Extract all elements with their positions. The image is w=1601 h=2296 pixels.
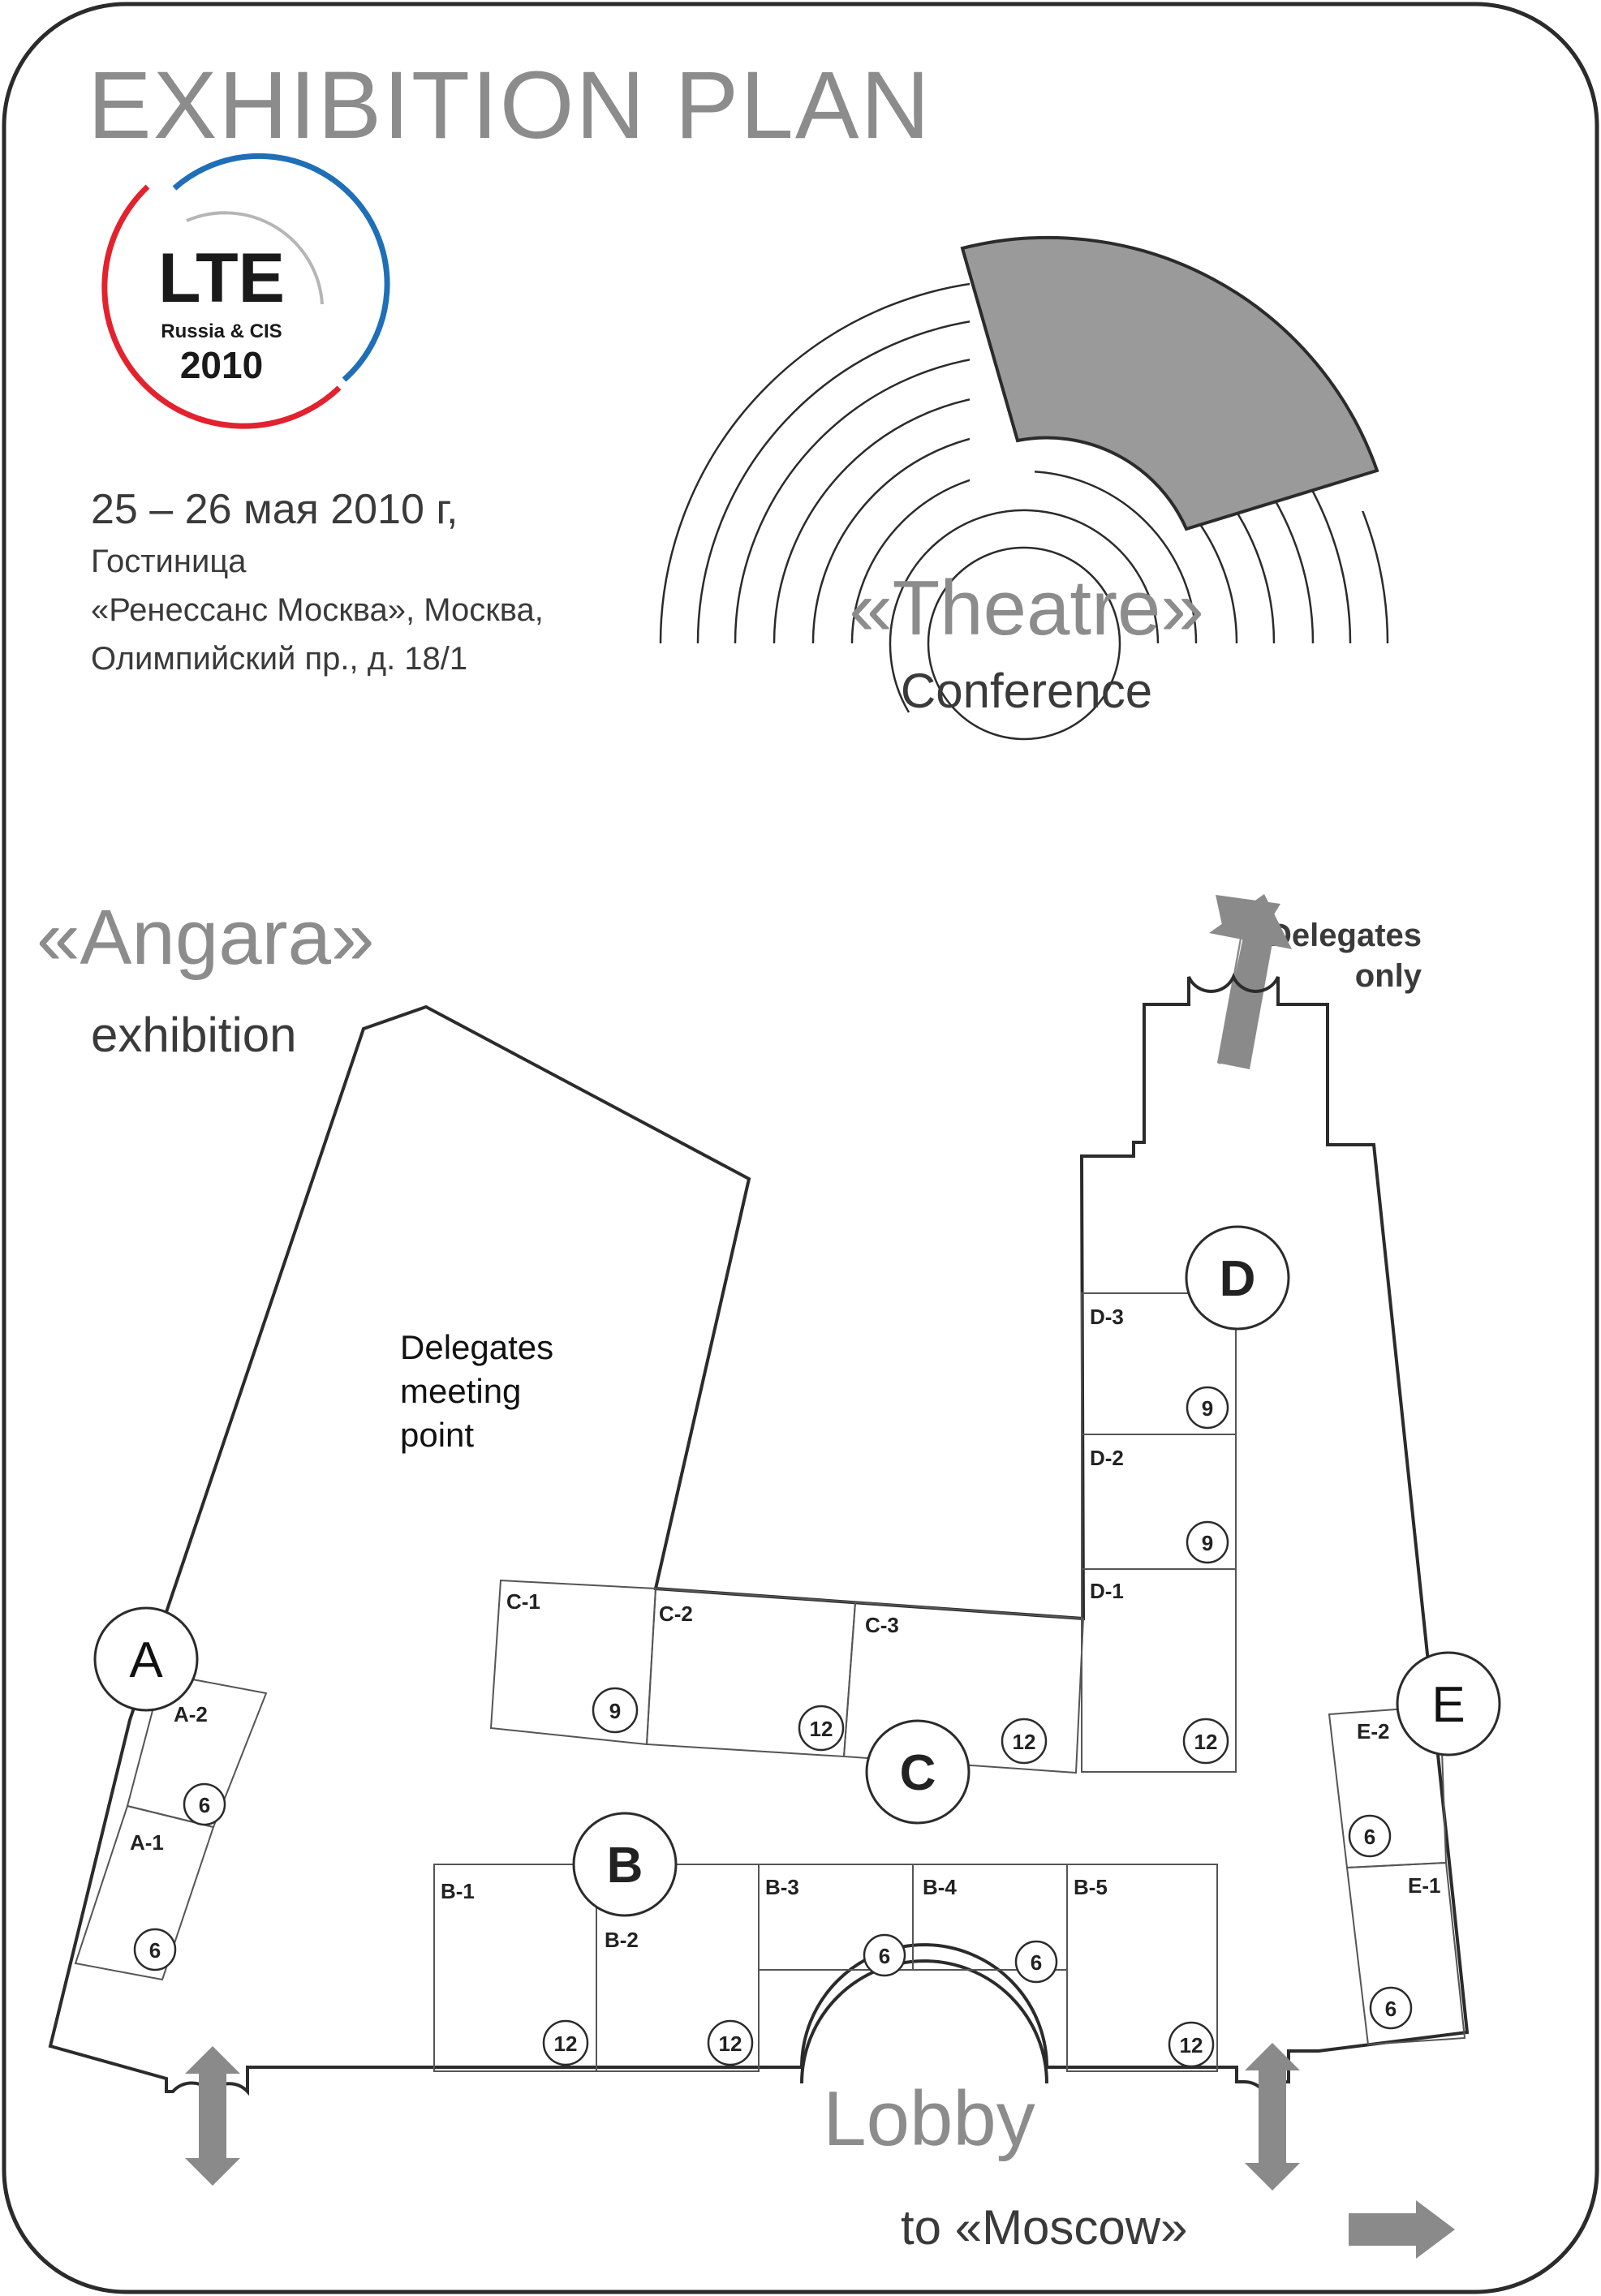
- size-badge-E-2: 6: [1348, 1814, 1392, 1858]
- zone-marker-A[interactable]: A: [93, 1606, 199, 1712]
- stand-labels: A-2 A-1 B-1 B-2 B-3 B-4 B-5 C-1 C-2 C-3 …: [130, 1305, 1440, 1952]
- stands-grid: [74, 1292, 1466, 2072]
- lobby-arc: [800, 1959, 1048, 2084]
- logo-blue-arc: [172, 153, 390, 382]
- stand-label: D-2: [1090, 1446, 1124, 1470]
- meeting-point-line1: Delegates: [400, 1328, 553, 1366]
- size-badge-D-2: 9: [1186, 1520, 1229, 1564]
- delegates-only-line2: only: [1355, 958, 1422, 994]
- stand-size-badges: 6 6 12 12 6 6 12 9 12 12 9 9 12 6 6: [133, 1386, 1413, 2068]
- size-value: 12: [1013, 1730, 1036, 1754]
- stand-E-1[interactable]: [1345, 1861, 1466, 2046]
- stand-label: A-1: [130, 1830, 164, 1855]
- zone-marker-E[interactable]: E: [1396, 1651, 1501, 1756]
- size-value: 12: [810, 1717, 833, 1741]
- zone-marker-B[interactable]: B: [572, 1812, 678, 1917]
- zone-letter: E: [1431, 1677, 1465, 1733]
- stand-label: B-1: [441, 1879, 475, 1903]
- stand-label: E-2: [1357, 1719, 1389, 1743]
- venue-line-1: Гостиница: [91, 544, 247, 579]
- logo-subtitle: Russia & CIS: [161, 320, 282, 342]
- size-badge-B-5: 12: [1168, 2021, 1215, 2068]
- logo-red-arc: [101, 184, 342, 429]
- meeting-point-line3: point: [400, 1416, 474, 1454]
- size-badge-A-2: 6: [183, 1782, 226, 1826]
- size-badge-E-1: 6: [1369, 1986, 1413, 2030]
- size-badge-B-3: 6: [863, 1933, 906, 1977]
- stand-A-1[interactable]: [74, 1804, 215, 1981]
- theatre-seating-block: [960, 235, 1379, 531]
- stand-label: B-5: [1074, 1875, 1108, 1899]
- to-moscow-label: to «Moscow»: [901, 2200, 1188, 2255]
- size-value: 12: [1180, 2033, 1203, 2057]
- zone-letter: C: [900, 1745, 936, 1801]
- size-value: 12: [1194, 1730, 1218, 1754]
- arrow-to-theatre-shaft: [1217, 933, 1273, 1069]
- stand-D-1[interactable]: [1081, 1568, 1237, 1773]
- size-value: 6: [199, 1793, 210, 1817]
- size-value: 6: [1031, 1950, 1042, 1975]
- arrow-left-door: [185, 2046, 240, 2186]
- arrow-to-moscow: [1349, 2200, 1455, 2259]
- size-badge-D-1: 12: [1182, 1718, 1229, 1765]
- zone-marker-C[interactable]: C: [865, 1719, 970, 1825]
- arrow-to-theatre-head: [1209, 894, 1292, 949]
- angara-subtitle: exhibition: [91, 1008, 297, 1062]
- zone-letter: A: [129, 1632, 163, 1688]
- size-badge-B-4: 6: [1014, 1940, 1058, 1984]
- logo-year: 2010: [180, 344, 263, 386]
- size-value: 6: [1364, 1825, 1375, 1849]
- size-value: 9: [1202, 1396, 1213, 1421]
- stand-B-5[interactable]: [1066, 1864, 1218, 2072]
- size-value: 6: [879, 1944, 890, 1968]
- stand-label: A-2: [174, 1702, 208, 1726]
- size-value: 12: [719, 2032, 742, 2056]
- zone-letter: D: [1220, 1251, 1256, 1307]
- size-value: 9: [609, 1699, 621, 1723]
- page-title: EXHIBITION PLAN: [88, 52, 932, 159]
- size-value: 12: [554, 2032, 578, 2056]
- stand-label: C-1: [506, 1589, 540, 1614]
- stand-label: D-1: [1090, 1579, 1124, 1603]
- size-value: 9: [1202, 1531, 1213, 1555]
- size-badge-C-1: 9: [592, 1687, 639, 1734]
- event-logo: LTE Russia & CIS 2010: [101, 153, 390, 429]
- size-badge-C-3: 12: [1001, 1718, 1048, 1765]
- venue-line-2: «Ренессанс Москва», Москва,: [91, 592, 544, 628]
- size-value: 6: [149, 1938, 161, 1963]
- stand-C-3[interactable]: [842, 1601, 1085, 1774]
- size-badge-C-2: 12: [798, 1705, 845, 1752]
- lobby-label: Lobby: [823, 2075, 1035, 2162]
- logo-grey-arc: [186, 211, 324, 305]
- logo-title: LTE: [158, 239, 285, 317]
- size-badge-D-3: 9: [1186, 1386, 1229, 1430]
- theatre-ring: [889, 509, 1160, 713]
- meeting-point-line2: meeting: [400, 1372, 521, 1410]
- arrow-right-door: [1245, 2043, 1300, 2191]
- stand-label: C-3: [865, 1613, 899, 1637]
- size-badge-B-1: 12: [542, 2019, 589, 2066]
- angara-name: «Angara»: [37, 894, 374, 981]
- theatre-hall: «Theatre» Conference: [659, 235, 1428, 741]
- stand-label: E-1: [1408, 1873, 1440, 1898]
- zone-letter: B: [607, 1838, 643, 1894]
- size-value: 6: [1385, 1997, 1397, 2021]
- zone-markers: A B C D E: [93, 1225, 1501, 1917]
- venue-line-3: Олимпийский пр., д. 18/1: [91, 641, 467, 677]
- event-date: 25 – 26 мая 2010 г,: [91, 486, 458, 533]
- theatre-ring: [927, 546, 1121, 741]
- stand-label: B-2: [605, 1928, 639, 1952]
- size-badge-A-1: 6: [133, 1928, 177, 1971]
- stand-label: D-3: [1090, 1305, 1124, 1329]
- theatre-subtitle: Conference: [901, 664, 1152, 718]
- stand-label: C-2: [659, 1602, 693, 1626]
- stand-label: B-4: [923, 1875, 957, 1899]
- size-badge-B-2: 12: [707, 2019, 754, 2066]
- theatre-name: «Theatre»: [849, 565, 1204, 651]
- delegates-only-line1: Delegates: [1268, 918, 1422, 953]
- zone-marker-D[interactable]: D: [1185, 1225, 1290, 1331]
- stand-label: B-3: [765, 1875, 799, 1899]
